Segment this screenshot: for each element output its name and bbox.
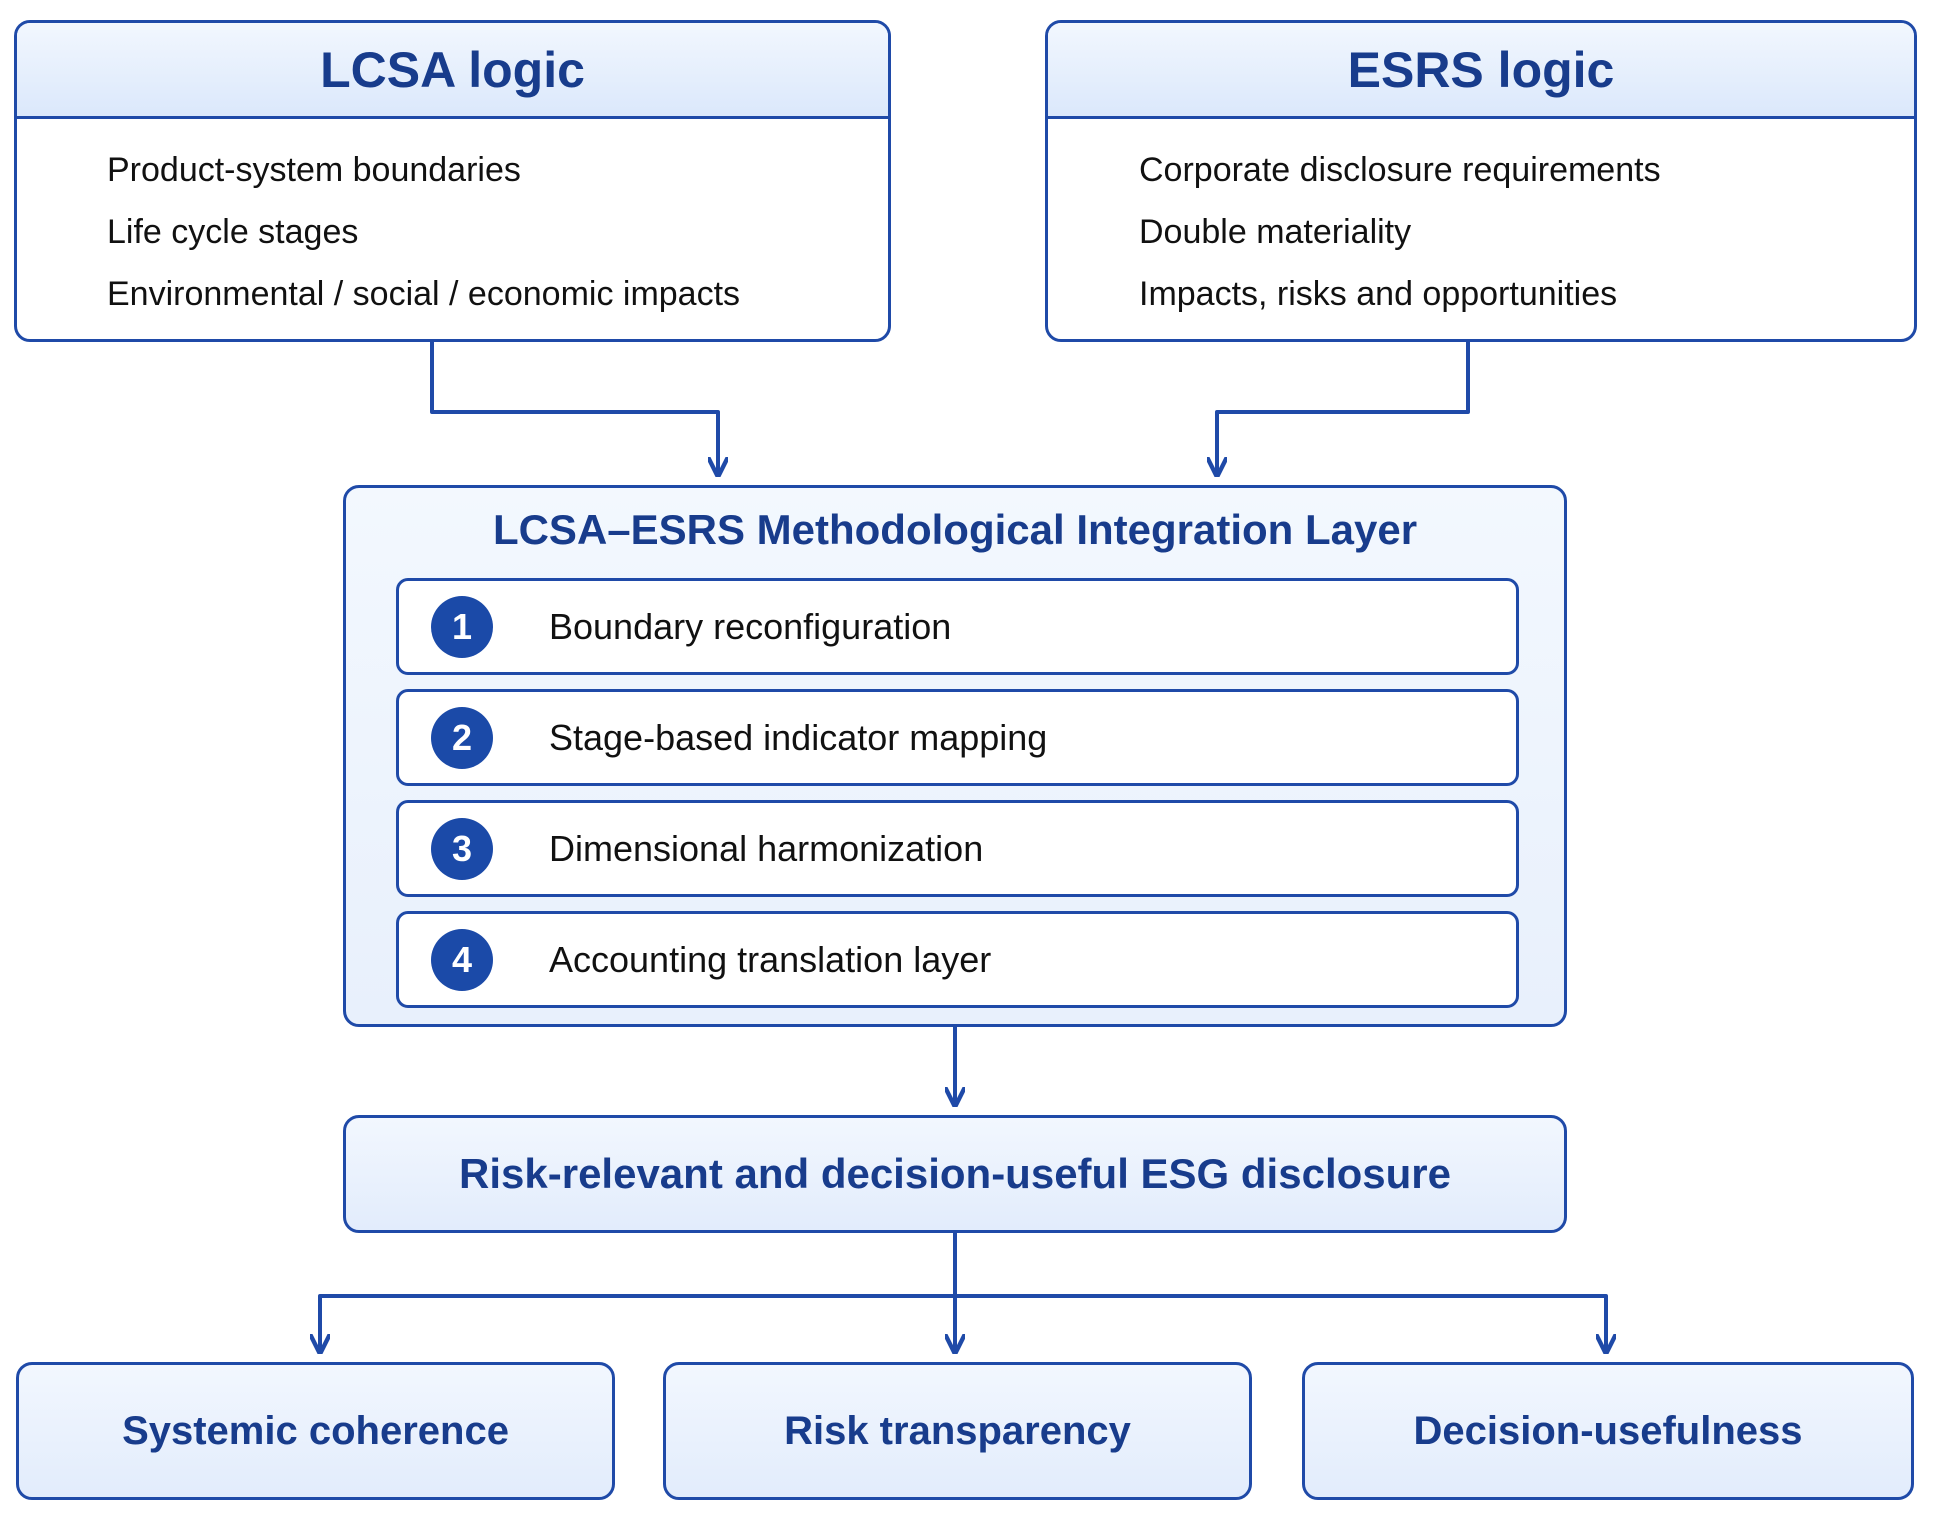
- step-number-badge: 4: [431, 929, 493, 991]
- step-label: Accounting translation layer: [549, 938, 992, 980]
- esrs-item: Impacts, risks and opportunities: [1139, 275, 1618, 313]
- step-number-badge: 1: [431, 596, 493, 658]
- arrow-branch-left: [320, 1294, 955, 1352]
- esrs-logic-box: ESRS logic Corporate disclosure requirem…: [1045, 20, 1917, 342]
- step-label: Boundary reconfiguration: [549, 605, 952, 647]
- esrs-logic-title: ESRS logic: [1048, 23, 1914, 119]
- esg-disclosure-box: Risk-relevant and decision-useful ESG di…: [343, 1115, 1567, 1233]
- integration-step: 2 Stage-based indicator mapping: [396, 689, 1519, 786]
- integration-layer-box: LCSA–ESRS Methodological Integration Lay…: [343, 485, 1567, 1027]
- step-label: Stage-based indicator mapping: [549, 716, 1048, 758]
- lcsa-logic-box: LCSA logic Product-system boundaries Lif…: [14, 20, 891, 342]
- outcome-systemic-coherence: Systemic coherence: [16, 1362, 615, 1500]
- arrow-esrs-to-integration: [1217, 342, 1470, 475]
- integration-step: 1 Boundary reconfiguration: [396, 578, 1519, 675]
- esrs-item: Corporate disclosure requirements: [1139, 151, 1661, 189]
- arrow-lcsa-to-integration: [430, 342, 718, 475]
- esrs-item: Double materiality: [1139, 213, 1412, 251]
- lcsa-item: Life cycle stages: [107, 213, 359, 251]
- lcsa-item: Environmental / social / economic impact…: [107, 275, 741, 313]
- step-number-badge: 3: [431, 818, 493, 880]
- step-label: Dimensional harmonization: [549, 827, 984, 869]
- integration-step: 3 Dimensional harmonization: [396, 800, 1519, 897]
- integration-layer-title: LCSA–ESRS Methodological Integration Lay…: [492, 506, 1418, 553]
- integration-step: 4 Accounting translation layer: [396, 911, 1519, 1008]
- outcome-risk-transparency: Risk transparency: [663, 1362, 1252, 1500]
- lcsa-logic-title: LCSA logic: [17, 23, 888, 119]
- step-number-badge: 2: [431, 707, 493, 769]
- outcome-decision-usefulness: Decision-usefulness: [1302, 1362, 1914, 1500]
- arrow-branch-right: [955, 1294, 1606, 1352]
- lcsa-item: Product-system boundaries: [107, 151, 521, 189]
